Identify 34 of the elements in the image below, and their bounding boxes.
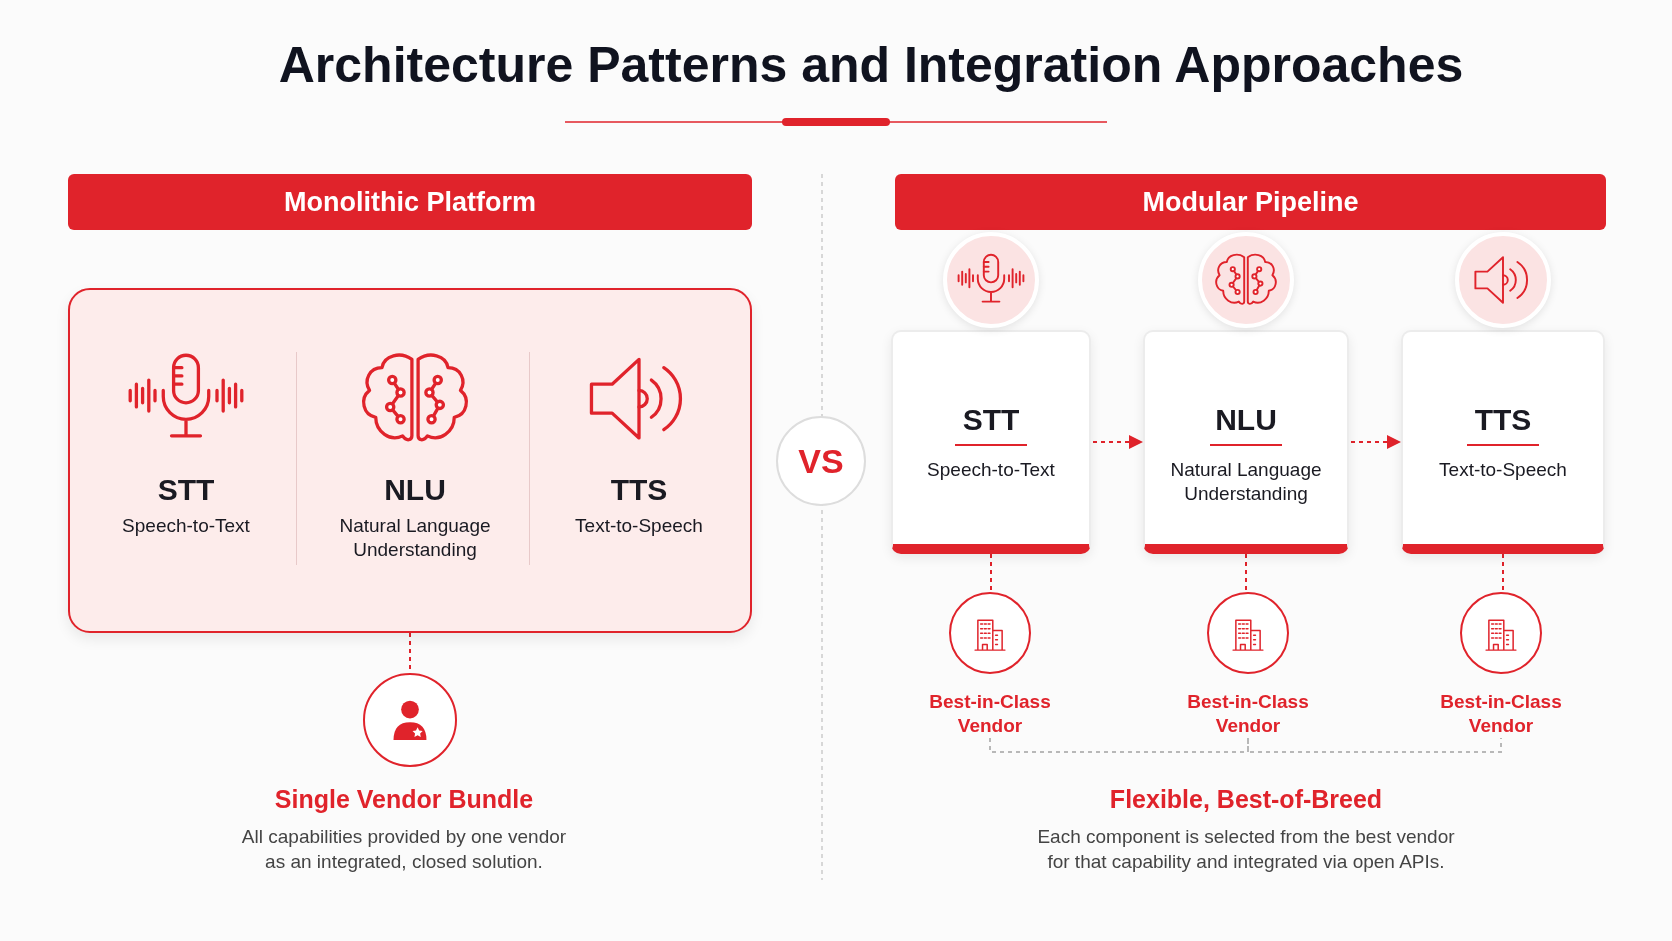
section-subtitle: Single Vendor Bundle [274, 785, 534, 814]
arrow [1092, 435, 1143, 449]
component-title: NLU [1215, 402, 1277, 438]
vendor-label: Best-in-Class Vendor [928, 690, 1052, 738]
description-text: Each component is selected from the best vendor for that capability and integrated via open APIs. [1036, 825, 1456, 874]
connector-line [1247, 737, 1502, 753]
component-subtitle: Speech-to-Text [927, 458, 1055, 482]
section-header-bar: Monolithic Platform [68, 174, 752, 230]
component-subtitle: Text-to-Speech [575, 514, 703, 539]
versus-circle: VS [776, 416, 866, 506]
component-title: STT [962, 402, 1020, 438]
arrow [1350, 435, 1401, 449]
component-card [1401, 330, 1605, 554]
component-subtitle: Natural Language Understanding [1169, 458, 1323, 506]
platform-panel [68, 288, 752, 633]
section-subtitle: Flexible, Best-of-Breed [1109, 785, 1383, 814]
description-text: All capabilities provided by one vendor as an integrated, closed solution. [240, 825, 568, 874]
connector-line [989, 737, 1249, 753]
diagram-title: Architecture Patterns and Integration Approaches [278, 36, 1464, 94]
component-subtitle: Speech-to-Text [122, 514, 250, 539]
vendor-label: Best-in-Class Vendor [1186, 690, 1310, 738]
component-subtitle: Natural Language Understanding [338, 514, 492, 563]
component-title: NLU [384, 472, 446, 509]
component-subtitle: Text-to-Speech [1439, 458, 1567, 482]
connector-line [1502, 553, 1504, 593]
section-header-bar: Modular Pipeline [895, 174, 1606, 230]
component-title: STT [157, 472, 215, 509]
component-title: TTS [1474, 402, 1532, 438]
component-title: TTS [610, 472, 668, 509]
connector-line [990, 553, 992, 593]
component-card [1143, 330, 1349, 554]
component-card [891, 330, 1091, 554]
connector-line [1245, 553, 1247, 593]
vendor-label: Best-in-Class Vendor [1439, 690, 1563, 738]
